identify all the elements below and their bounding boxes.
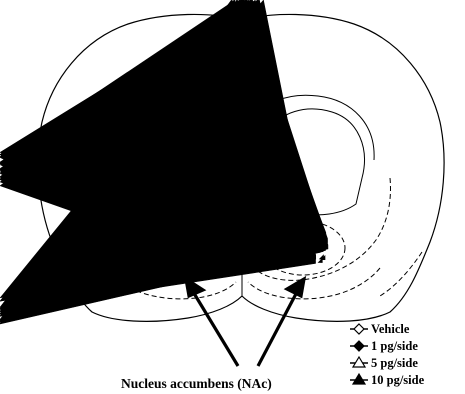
svg-text:1 pg/side: 1 pg/side — [371, 339, 418, 353]
legend: Vehicle 1 pg/side 5 pg/side 10 pg/side — [350, 322, 425, 387]
legend-item-1pg: 1 pg/side — [350, 339, 418, 353]
filled-triangle-icon — [353, 374, 365, 384]
nac-caption: Nucleus accumbens (NAc) — [121, 376, 272, 391]
filled-diamond-icon — [354, 341, 364, 351]
open-diamond-icon — [354, 324, 364, 334]
svg-text:5 pg/side: 5 pg/side — [371, 356, 418, 370]
svg-text:Vehicle: Vehicle — [371, 322, 410, 336]
filled-diamond-marker — [320, 255, 324, 259]
right-arrow — [258, 290, 298, 366]
arrows — [186, 279, 304, 366]
svg-text:10 pg/side: 10 pg/side — [371, 373, 425, 387]
legend-item-5pg: 5 pg/side — [350, 356, 418, 370]
right-olfactory-tubercle — [248, 268, 380, 299]
legend-item-10pg: 10 pg/side — [350, 373, 425, 387]
open-triangle-icon — [353, 357, 365, 367]
right-arrow-head — [287, 279, 304, 296]
left-arrow — [192, 290, 238, 366]
legend-item-vehicle: Vehicle — [350, 322, 410, 336]
